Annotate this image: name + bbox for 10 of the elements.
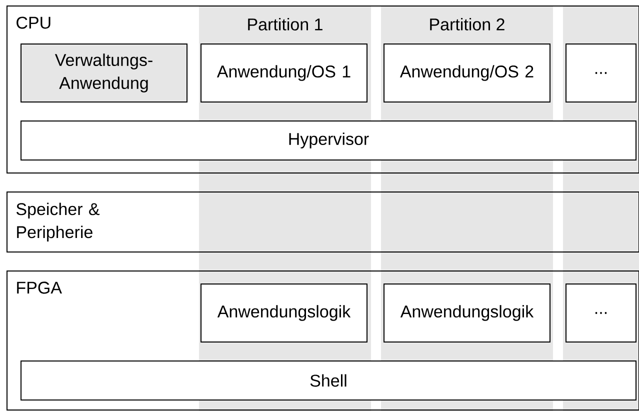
component-box: ... [566, 283, 636, 342]
layer-bar: Hypervisor [20, 120, 636, 160]
component-box: Anwendung/OS 2 [384, 44, 550, 102]
component-box: Anwendungslogik [384, 283, 550, 342]
container-box: Speicher & Peripherie [6, 191, 639, 252]
component-box: ... [566, 44, 636, 102]
component-box: Anwendung/OS 1 [200, 44, 368, 102]
layer-bar: Shell [20, 360, 636, 400]
component-box: Anwendungslogik [200, 283, 368, 342]
component-box: Verwaltungs-Anwendung [20, 44, 188, 102]
